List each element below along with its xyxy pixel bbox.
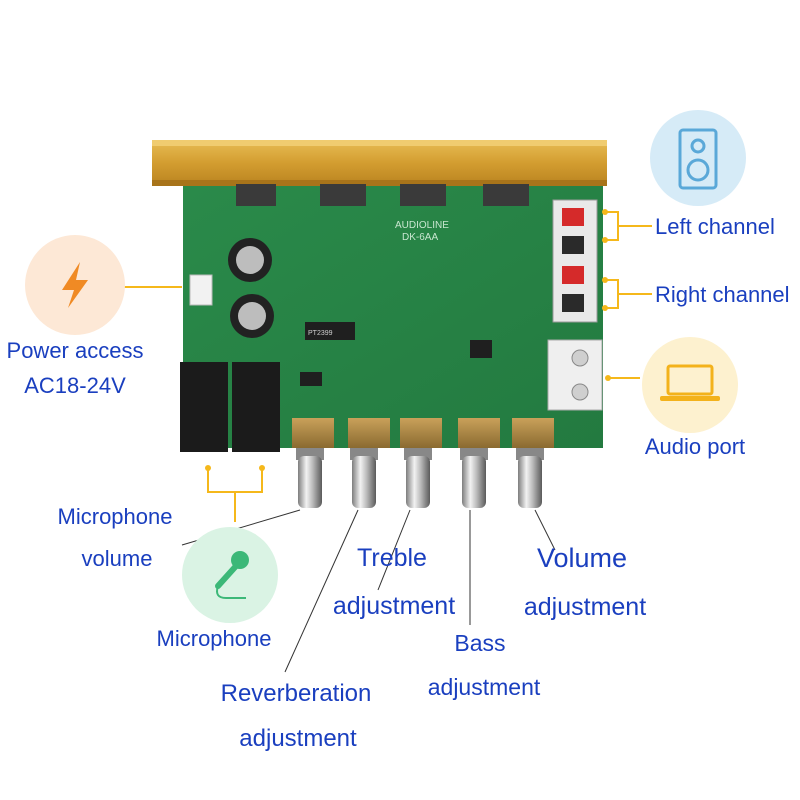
volume-label-line1: Volume: [536, 543, 628, 573]
microphone-icon: [182, 527, 278, 623]
reverberation-label-line2: adjustment: [239, 725, 357, 752]
right-channel-label: Right channel: [655, 282, 790, 307]
bass-label-line1: Bass: [454, 630, 506, 656]
reverberation-label-line1: Reverberation: [220, 680, 372, 707]
leader-reverberation: [284, 509, 359, 673]
power-access-label: Power access: [6, 338, 144, 363]
knobs: [296, 448, 544, 508]
knob-microphone-volume-cap: [298, 456, 322, 508]
microphone-label: Microphone: [156, 626, 272, 651]
pcb-board: [180, 184, 603, 452]
treble-label-line1: Treble: [357, 544, 427, 572]
knob-reverberation-cap: [352, 456, 376, 508]
power-icon: [25, 235, 125, 335]
board-model-text: DK-6AA: [402, 232, 438, 243]
microphone-volume-label-line1: Microphone: [57, 504, 173, 529]
board-chip-text: PT2399: [308, 330, 333, 337]
left-channel-bracket: [605, 211, 619, 241]
volume-label-line2: adjustment: [523, 593, 647, 621]
knob-treble-cap: [406, 456, 430, 508]
board-brand-text: AUDIOLINE: [395, 220, 449, 231]
knob-bass-cap: [462, 456, 486, 508]
heatsink: [152, 140, 607, 186]
left-channel-label: Left channel: [655, 214, 775, 239]
treble-label-line2: adjustment: [332, 592, 456, 620]
microphone-volume-label-line2: volume: [81, 546, 153, 571]
right-channel-bracket: [605, 279, 619, 309]
leader-treble: [377, 509, 411, 591]
audio-port-label: Audio port: [644, 434, 746, 459]
knob-volume-cap: [518, 456, 542, 508]
microphone-bracket: [207, 470, 263, 493]
yellow-connectors: [120, 211, 652, 522]
leader-volume: [534, 509, 556, 551]
laptop-icon: [642, 337, 738, 433]
bass-label-line2: adjustment: [427, 674, 541, 700]
power-voltage-label: AC18-24V: [24, 373, 126, 398]
knob-leader-lines: [181, 509, 556, 673]
speaker-icon: [650, 110, 746, 206]
